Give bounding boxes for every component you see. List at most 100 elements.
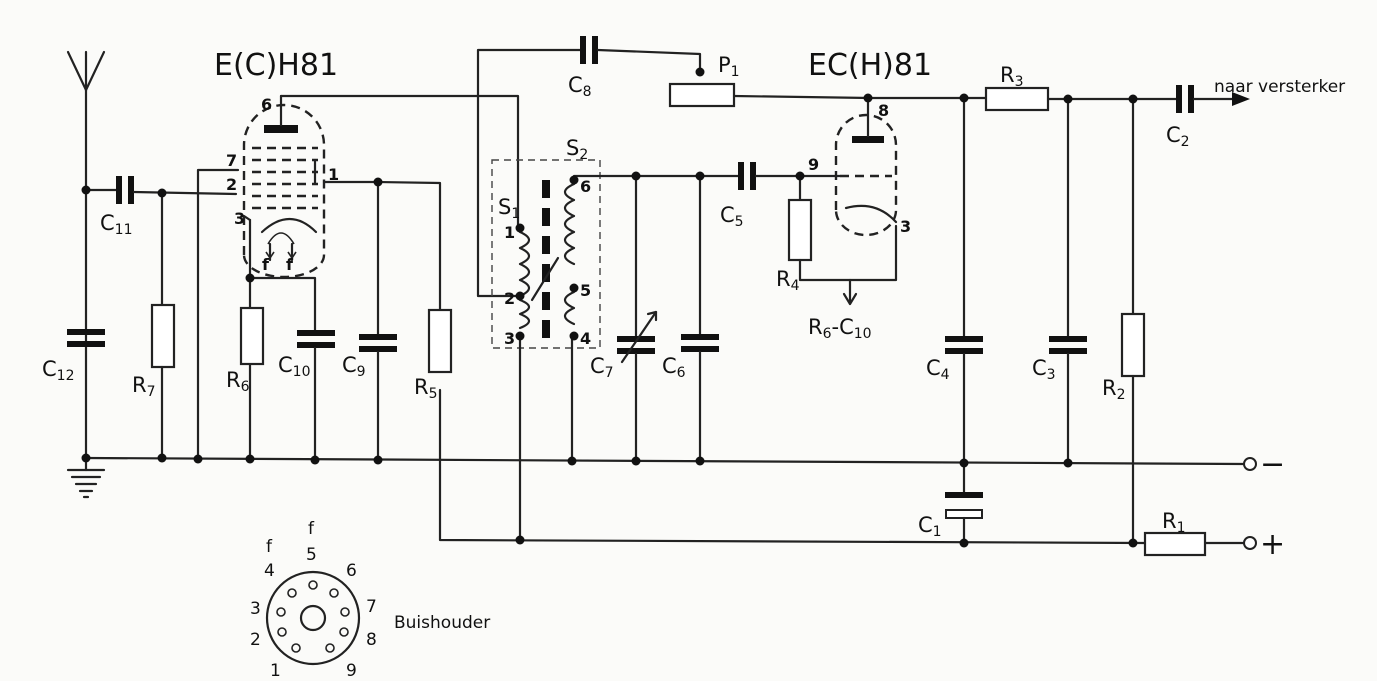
coil-pin4: 4 bbox=[580, 329, 591, 348]
label-c10: C10 bbox=[278, 353, 311, 380]
tube-label-right: EC(H)81 bbox=[808, 48, 932, 83]
resistor-r5 bbox=[427, 308, 453, 374]
label-r1: R1 bbox=[1162, 509, 1186, 536]
junction bbox=[515, 535, 525, 545]
junction bbox=[959, 458, 969, 468]
junctions bbox=[81, 67, 1138, 548]
junction bbox=[1063, 458, 1073, 468]
junction bbox=[569, 175, 579, 185]
label-c3: C3 bbox=[1032, 356, 1056, 383]
tube2-pin8: 8 bbox=[878, 101, 889, 120]
output-arrow-icon bbox=[1232, 92, 1250, 106]
pin1-wire bbox=[322, 180, 442, 312]
terminal-plus-label: + bbox=[1260, 527, 1285, 562]
coil-pin6: 6 bbox=[580, 177, 591, 196]
junction bbox=[863, 93, 873, 103]
label-c4: C4 bbox=[926, 356, 950, 383]
junction bbox=[695, 171, 705, 181]
output-label: naar versterker bbox=[1214, 77, 1345, 97]
label-r6-c10-ref: R6-C10 bbox=[808, 315, 872, 342]
junction bbox=[515, 223, 525, 233]
junction bbox=[1128, 538, 1138, 548]
label-r5: R5 bbox=[414, 375, 438, 402]
resistor-r3 bbox=[984, 86, 1178, 112]
junction bbox=[515, 331, 525, 341]
capacitor-c12 bbox=[67, 329, 105, 347]
junction bbox=[631, 171, 641, 181]
coil-assembly bbox=[491, 159, 702, 542]
holder-label: Buishouder bbox=[394, 613, 490, 633]
junction bbox=[245, 273, 255, 283]
label-r2: R2 bbox=[1102, 376, 1126, 403]
coil-pin2: 2 bbox=[504, 289, 515, 308]
holder-pin-9: 9 bbox=[346, 661, 357, 681]
capacitor-c10 bbox=[297, 330, 335, 462]
holder-filament-f4: f bbox=[266, 537, 273, 557]
holder-pin-1: 1 bbox=[270, 661, 281, 681]
tube1-pin6: 6 bbox=[261, 95, 272, 114]
junction bbox=[1063, 94, 1073, 104]
junction bbox=[81, 453, 91, 463]
capacitor-c9 bbox=[359, 180, 397, 462]
label-r3: R3 bbox=[1000, 63, 1024, 90]
coil-pin5: 5 bbox=[580, 281, 591, 300]
tube-holder-icon bbox=[265, 570, 361, 666]
resistor-r7 bbox=[150, 191, 176, 460]
label-c12: C12 bbox=[42, 357, 75, 384]
label-c5: C5 bbox=[720, 203, 744, 230]
resistor-r1 bbox=[1143, 531, 1207, 557]
label-s1: S1 bbox=[498, 195, 520, 222]
label-c6: C6 bbox=[662, 354, 686, 381]
tube1-pin1: 1 bbox=[328, 165, 339, 184]
resistor-r6 bbox=[239, 306, 265, 366]
label-r6: R6 bbox=[226, 368, 250, 395]
potentiometer-p1 bbox=[668, 82, 872, 108]
pin7-wire bbox=[196, 168, 240, 461]
plate6-wire bbox=[279, 94, 520, 227]
junction bbox=[959, 93, 969, 103]
label-c2: C2 bbox=[1166, 123, 1190, 150]
junction bbox=[631, 456, 641, 466]
holder-pin-4: 4 bbox=[264, 561, 275, 581]
junction bbox=[81, 185, 91, 195]
junction bbox=[310, 455, 320, 465]
holder-pin-6: 6 bbox=[346, 561, 357, 581]
label-c7: C7 bbox=[590, 354, 614, 381]
terminal-minus bbox=[1243, 457, 1257, 471]
cathode-wire bbox=[248, 276, 317, 332]
antenna-icon bbox=[66, 50, 106, 192]
label-r7: R7 bbox=[132, 373, 156, 400]
junction bbox=[569, 331, 579, 341]
junction bbox=[245, 454, 255, 464]
junction bbox=[959, 538, 969, 548]
capacitor-c6 bbox=[681, 174, 719, 463]
capacitor-c11 bbox=[84, 176, 238, 204]
holder-pin-3: 3 bbox=[250, 599, 261, 619]
holder-pin-5: 5 bbox=[306, 545, 317, 565]
holder-pin-7: 7 bbox=[366, 597, 377, 617]
terminal-minus-label: − bbox=[1260, 447, 1285, 482]
coil-pin1: 1 bbox=[504, 223, 515, 242]
label-p1: P1 bbox=[718, 53, 740, 80]
tube-ech81-triode bbox=[834, 96, 898, 237]
tube1-pin3: 3 bbox=[234, 209, 245, 228]
junction bbox=[695, 456, 705, 466]
tube-label-left: E(C)H81 bbox=[214, 48, 338, 83]
junction bbox=[193, 454, 203, 464]
label-c8: C8 bbox=[568, 73, 592, 100]
junction bbox=[157, 188, 167, 198]
label-r4: R4 bbox=[776, 267, 800, 294]
terminal-plus bbox=[1243, 536, 1257, 550]
label-c1: C1 bbox=[918, 513, 942, 540]
label-s2: S2 bbox=[566, 136, 588, 163]
label-c11: C11 bbox=[100, 211, 133, 238]
tube2-pin3: 3 bbox=[900, 217, 911, 236]
capacitor-c8 bbox=[476, 36, 702, 298]
capacitor-c4 bbox=[945, 96, 983, 494]
junction bbox=[373, 455, 383, 465]
junction bbox=[515, 291, 525, 301]
junction bbox=[373, 177, 383, 187]
label-c9: C9 bbox=[342, 353, 366, 380]
resistor-r2 bbox=[1120, 97, 1146, 545]
